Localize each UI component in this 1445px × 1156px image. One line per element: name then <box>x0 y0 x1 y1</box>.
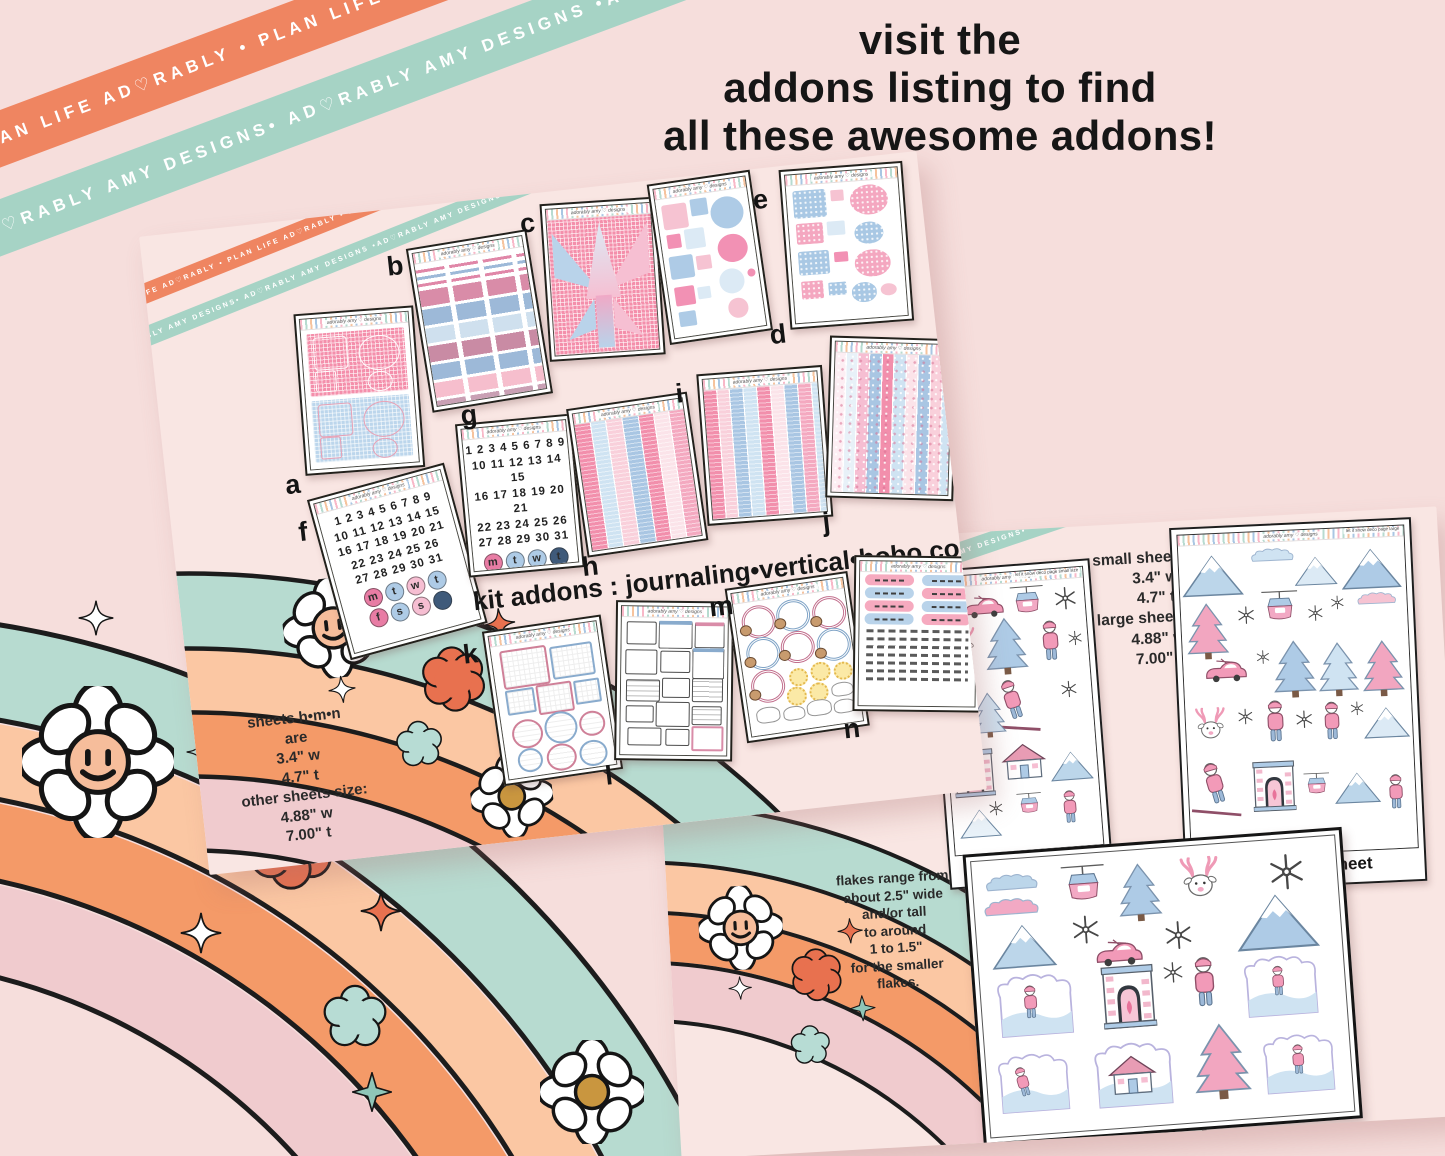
teal-star-icon <box>848 994 877 1022</box>
highlighter-words-art <box>858 572 977 707</box>
brand-text: adorably amy ♡ designs <box>863 344 925 353</box>
word-row <box>866 653 969 658</box>
sheet-i: adorably amy ♡ designs <box>696 364 834 526</box>
small-deco-page: adorably amy ♡ designs let it snow deco … <box>933 565 1105 857</box>
sheet-g: adorably amy ♡ designs 1 2 3 4 5 6 7 8 9… <box>454 413 585 578</box>
word-row <box>866 637 969 642</box>
vertical-columns-art <box>574 409 702 551</box>
label-n: n <box>841 712 862 745</box>
sheet-h: adorably amy ♡ designs <box>566 391 709 558</box>
word-row <box>866 661 969 666</box>
word-row <box>865 677 968 682</box>
deco-art <box>935 577 1104 856</box>
label-m: m <box>707 589 735 623</box>
smiley-daisy-icon <box>19 683 176 840</box>
sheet-c: adorably amy ♡ designs <box>539 196 666 362</box>
sheet-b: adorably amy ♡ designs <box>405 229 554 413</box>
brand-text: adorably amy ♡ designs <box>567 206 629 217</box>
label-a: a <box>283 468 302 501</box>
large-deco-page: adorably amy ♡ designs let it snow deco … <box>1176 524 1419 859</box>
kit-addons-card: PLAN LIFE AD♡RABLY • PLAN LIFE AD♡RABLY … <box>139 151 987 875</box>
header-note: let it snow deco page small size <box>1012 567 1081 579</box>
sparkle-icon <box>727 975 753 1001</box>
label-e: e <box>751 183 770 216</box>
scribble-swatches-art <box>414 246 547 406</box>
label-g: g <box>459 398 479 431</box>
heading-line-1: visit the <box>858 16 1022 63</box>
vertical-columns-art <box>703 382 827 520</box>
label-k: k <box>461 638 480 670</box>
hobo-week-dot <box>430 588 454 612</box>
label-c: c <box>518 207 537 239</box>
sparkle-icon <box>180 912 222 954</box>
header-note: let it snow deco page large <box>1343 526 1402 535</box>
sparkle-icon <box>78 600 114 636</box>
sheet-k: adorably amy ♡ designs <box>481 614 624 787</box>
deco-art <box>1177 536 1418 858</box>
word-row <box>866 629 969 634</box>
sparkle-icon <box>326 673 358 705</box>
addons-deco-card: PLAN LIFE AD♡RABLY • PLAN LIFE AD♡RABLY … <box>647 506 1445 1156</box>
large-deco-sheet: adorably amy ♡ designs let it snow deco … <box>1169 517 1428 892</box>
date-numbers-art: 1 2 3 4 5 6 7 8 9 10 11 12 13 14 15 16 1… <box>462 431 579 572</box>
flakes-note: flakes range from about 2.5" wide and/or… <box>814 865 977 996</box>
patterned-shapes-art <box>785 178 908 324</box>
washi-strips-art <box>831 352 952 496</box>
heading: visit the addons listing to find all the… <box>590 16 1290 160</box>
label-h: h <box>580 550 601 583</box>
heading-line-3: all these awesome addons! <box>663 111 1217 159</box>
kite-art <box>546 213 660 356</box>
sheet-j: adorably amy ♡ designs <box>825 335 958 502</box>
journaling-boxes-art <box>620 617 728 756</box>
flakes-art <box>970 834 1356 1139</box>
sheet-e: adorably amy ♡ designs <box>778 160 915 330</box>
label-b: b <box>385 250 405 282</box>
mint-flower-icon <box>323 984 387 1047</box>
word-row <box>866 645 969 650</box>
sparkle-icon <box>360 890 402 932</box>
flakes-sheet <box>962 826 1363 1146</box>
small-deco-sheet: adorably amy ♡ designs let it snow deco … <box>925 558 1114 890</box>
mint-flower-icon <box>394 718 445 768</box>
hobo-week-dot <box>550 566 571 572</box>
heading-line-2: addons listing to find <box>723 63 1157 111</box>
hmn-sizes-note: sheets h•m•n are 3.4" w 4.7" t <box>226 701 368 793</box>
label-f: f <box>296 516 310 548</box>
label-d: d <box>768 318 788 351</box>
word-row <box>865 669 968 674</box>
shapes-art <box>655 187 767 339</box>
mint-flower-icon <box>789 1024 831 1065</box>
smiley-daisy-icon <box>695 882 787 974</box>
teal-star-icon <box>352 1072 392 1112</box>
sheet-l: adorably amy ♡ designs <box>614 600 735 762</box>
brand-text: adorably amy ♡ designs <box>644 608 706 616</box>
grid-boxes-art <box>490 632 617 780</box>
sheet-n: adorably amy ♡ designs <box>852 555 983 713</box>
daisy-icon <box>538 1038 645 1145</box>
sheet-a: adorably amy ♡ designs <box>293 305 426 476</box>
brand-text: adorably amy ♡ designs <box>1260 531 1321 540</box>
boxes-art <box>300 322 419 470</box>
brand-text: adorably amy ♡ designs <box>887 563 949 571</box>
